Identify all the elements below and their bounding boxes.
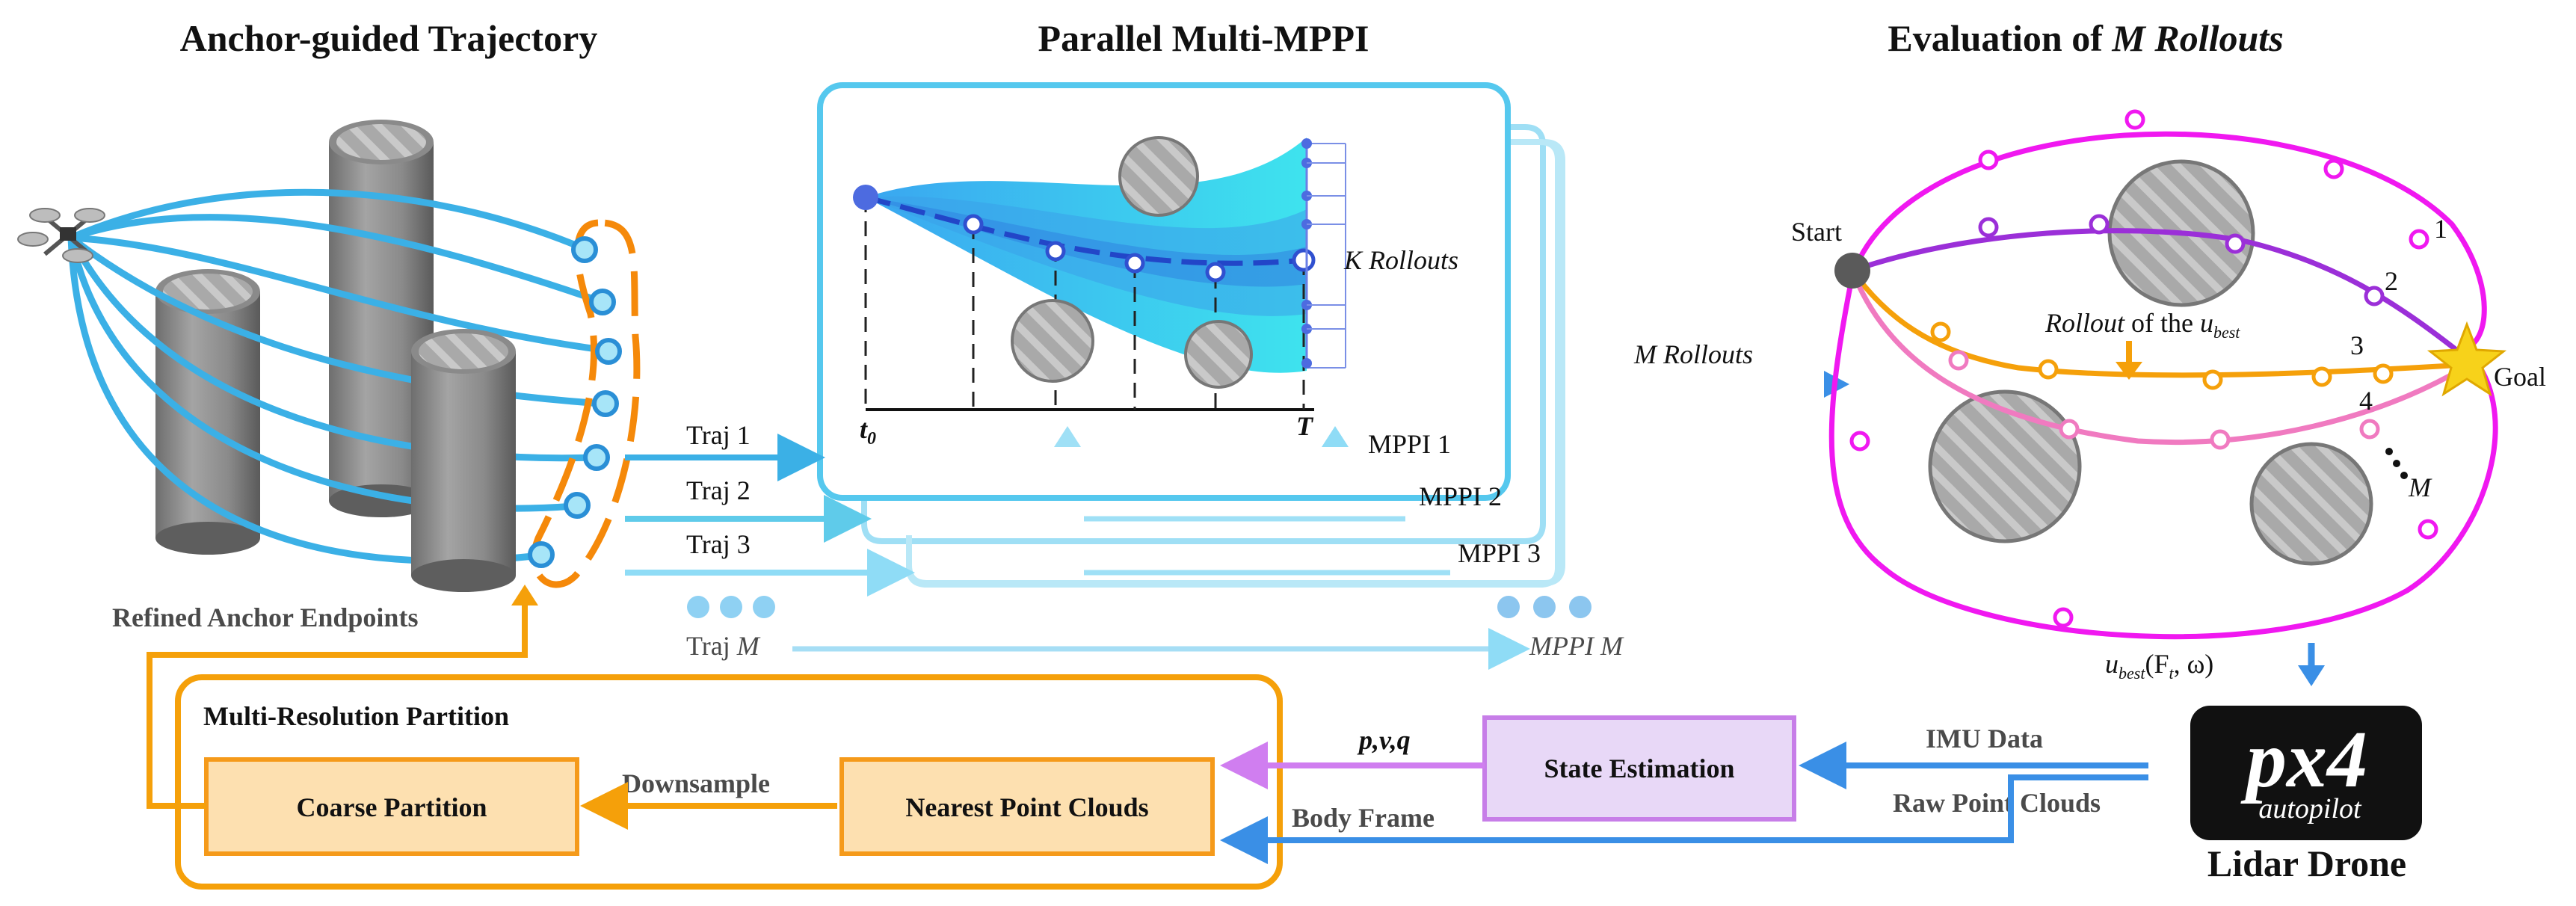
u-best-output-label: ubest(Ft, ω)	[2105, 649, 2213, 682]
coarse-partition-label: Coarse Partition	[297, 792, 487, 822]
goal-label: Goal	[2494, 362, 2546, 392]
raw-point-clouds-label: Raw Point Clouds	[1893, 788, 2101, 818]
mppi-ellipsis-dots	[1497, 596, 1591, 618]
title-parallel-mppi: Parallel Multi-MPPI	[1038, 17, 1369, 59]
svg-text:autopilot: autopilot	[2258, 793, 2362, 825]
rollout-m-label: M	[2408, 472, 2432, 502]
rollout-number-1: 1	[2434, 214, 2447, 244]
rollout-number-4: 4	[2359, 386, 2373, 416]
partition-title: Multi-Resolution Partition	[203, 701, 509, 731]
mppi-3-label: MPPI 3	[1458, 538, 1541, 568]
pvq-label: p,v,q	[1357, 725, 1411, 755]
traj-1-label: Traj 1	[686, 420, 751, 450]
multi-resolution-partition-box	[175, 674, 1283, 890]
traj-3-label: Traj 3	[686, 529, 751, 559]
trajectory-inputs: Traj 1 Traj 2 Traj 3 Traj M	[625, 420, 1530, 670]
anchor-endpoints	[528, 236, 622, 568]
downsample-label: Downsample	[622, 768, 770, 798]
rollout-number-3: 3	[2350, 330, 2364, 360]
imu-data-label: IMU Data	[1926, 724, 2043, 754]
traj-ellipsis-dots	[687, 596, 775, 618]
k-rollouts-label: K Rollouts	[1343, 245, 1458, 275]
rollout-of-best-label: Rollout of the ubest	[2045, 308, 2240, 342]
state-estimation-label: State Estimation	[1544, 754, 1735, 783]
m-rollouts-label: M Rollouts	[1633, 339, 1753, 369]
px4-logo: px4 autopilot	[2190, 706, 2422, 840]
refined-endpoints-label: Refined Anchor Endpoints	[112, 603, 418, 632]
lidar-drone-label: Lidar Drone	[2207, 842, 2406, 884]
start-node	[1834, 253, 1870, 289]
nearest-point-clouds-label: Nearest Point Clouds	[905, 792, 1148, 822]
rollout-ellipsis-dots	[2385, 448, 2408, 479]
start-label: Start	[1791, 217, 1842, 247]
goal-star-icon	[2426, 321, 2507, 397]
mppi-2-label: MPPI 2	[1419, 481, 1502, 511]
mppi-1-label: MPPI 1	[1368, 429, 1451, 459]
evaluation-panel: Start Goal Rollout of the ubest 1 2 3 4 …	[1791, 109, 2546, 640]
anchor-trajectory-panel: Refined Anchor Endpoints	[17, 120, 641, 632]
traj-m-label: Traj M	[686, 631, 761, 661]
mppi-m-label: MPPI M	[1529, 631, 1624, 661]
obstacle-cylinder	[411, 329, 516, 592]
state-estimation-box	[1482, 715, 1796, 822]
traj-2-label: Traj 2	[686, 475, 751, 505]
mppi-rollout-plot: K Rollouts t0 T	[853, 136, 1458, 449]
endpoints-dashed-outline	[531, 219, 641, 588]
k-rollouts-bracket	[1301, 138, 1346, 369]
title-evaluation: Evaluation of M Rollouts	[1888, 17, 2283, 59]
t-end-label: T	[1296, 411, 1314, 441]
t0-label: t0	[860, 414, 876, 449]
rollout-number-2: 2	[2385, 266, 2398, 296]
body-frame-label: Body Frame	[1292, 803, 1435, 833]
nearest-point-clouds-box	[839, 757, 1215, 856]
coarse-partition-box	[204, 757, 579, 856]
drone-icon	[17, 208, 105, 263]
title-anchor-trajectory: Anchor-guided Trajectory	[180, 17, 598, 59]
svg-text:px4: px4	[2240, 715, 2367, 804]
